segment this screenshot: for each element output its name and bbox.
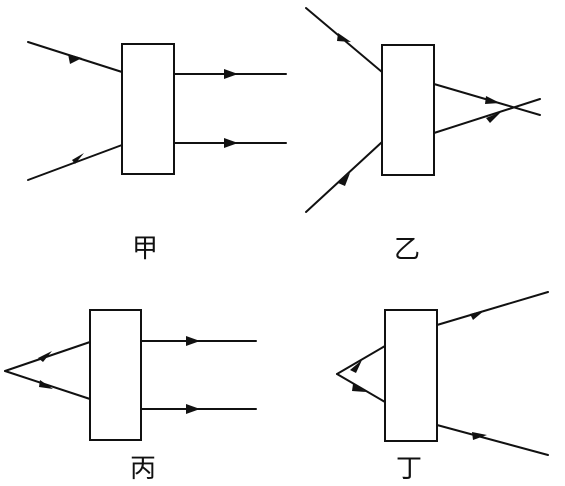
bing-source-ray-bottom <box>4 370 91 400</box>
arrow-icon <box>470 310 485 320</box>
ding-exit-ray-bottom <box>436 424 549 456</box>
yi-incident-ray-bottom <box>305 141 383 213</box>
panel-yi: 乙 <box>305 7 541 265</box>
ding-source-ray-bottom <box>336 373 386 403</box>
panel-label-bing: 丙 <box>130 454 156 484</box>
arrow-icon <box>352 384 366 392</box>
arrow-icon <box>186 404 200 414</box>
arrow-icon <box>486 112 501 123</box>
arrow-icon <box>186 336 200 346</box>
arrow-icon <box>38 351 52 362</box>
jia-optical-box <box>121 43 175 175</box>
ding-exit-ray-top <box>436 291 549 326</box>
ding-optical-box <box>384 309 438 442</box>
arrow-icon <box>472 432 487 440</box>
arrow-icon <box>485 96 500 104</box>
jia-arrow-markers <box>68 54 238 164</box>
arrow-icon <box>338 173 350 186</box>
ding-source-ray-top <box>336 345 386 375</box>
panel-ding: 丁 <box>336 291 549 484</box>
bing-arrow-markers <box>38 336 200 414</box>
yi-arrow-markers <box>337 33 501 186</box>
arrow-icon <box>39 380 53 389</box>
panel-label-jia: 甲 <box>132 234 158 264</box>
panel-bing: 丙 <box>4 309 257 484</box>
bing-optical-box <box>89 309 142 441</box>
ding-arrow-markers <box>350 310 487 440</box>
arrow-icon <box>68 54 82 64</box>
panel-label-yi: 乙 <box>394 235 420 265</box>
panel-label-ding: 丁 <box>396 454 422 484</box>
arrow-icon <box>72 153 84 164</box>
arrow-icon <box>350 360 362 373</box>
arrow-icon <box>224 69 238 79</box>
panel-jia: 甲 <box>27 41 287 264</box>
arrow-icon <box>337 33 351 42</box>
yi-exit-ray-bottom <box>433 98 541 134</box>
yi-optical-box <box>381 44 435 176</box>
arrow-icon <box>224 138 238 148</box>
